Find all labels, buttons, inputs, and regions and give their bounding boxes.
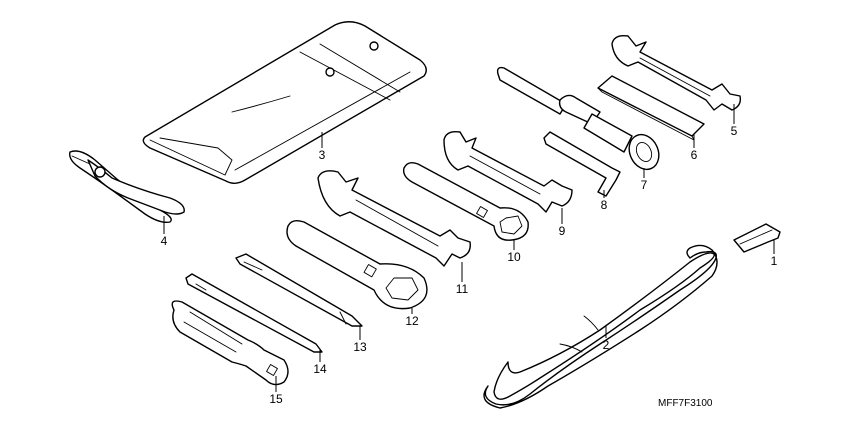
part-number-5: 5 [731,124,738,138]
part-number-9: 9 [559,224,566,238]
box-wrench-10 [402,161,529,241]
tool-bag [142,21,427,184]
strap-2 [483,244,718,409]
part-number-7: 7 [641,178,648,192]
part-numbers: 1 2 3 4 5 6 7 8 9 10 11 12 13 14 15 [161,124,778,406]
part-number-6: 6 [691,148,698,162]
part-number-1: 1 [771,254,778,268]
part-number-10: 10 [507,250,521,264]
part-number-11: 11 [456,282,469,296]
leader-lines [163,104,775,392]
screwdriver-handle-15 [171,300,289,386]
part-number-8: 8 [601,198,608,212]
flat-strip-6 [597,75,705,141]
part-number-4: 4 [161,234,168,248]
part-number-13: 13 [353,340,367,354]
part-number-12: 12 [405,314,419,328]
open-end-wrench-9 [443,130,573,213]
part-number-15: 15 [269,392,283,406]
clip-1 [733,223,781,253]
part-number-14: 14 [313,362,327,376]
screwdriver-shaft-13 [235,253,363,327]
box-wrench-12 [286,219,428,310]
hex-key-8 [543,131,621,197]
open-end-wrench-5 [611,34,742,111]
part-number-2: 2 [603,338,610,352]
part-number-3: 3 [319,148,326,162]
pliers [69,150,185,224]
socket-wrench-7 [496,66,660,171]
open-end-wrench-11 [317,170,471,267]
drawing-code: MFF7F3100 [658,398,713,409]
screwdriver-bit-14 [185,273,323,353]
